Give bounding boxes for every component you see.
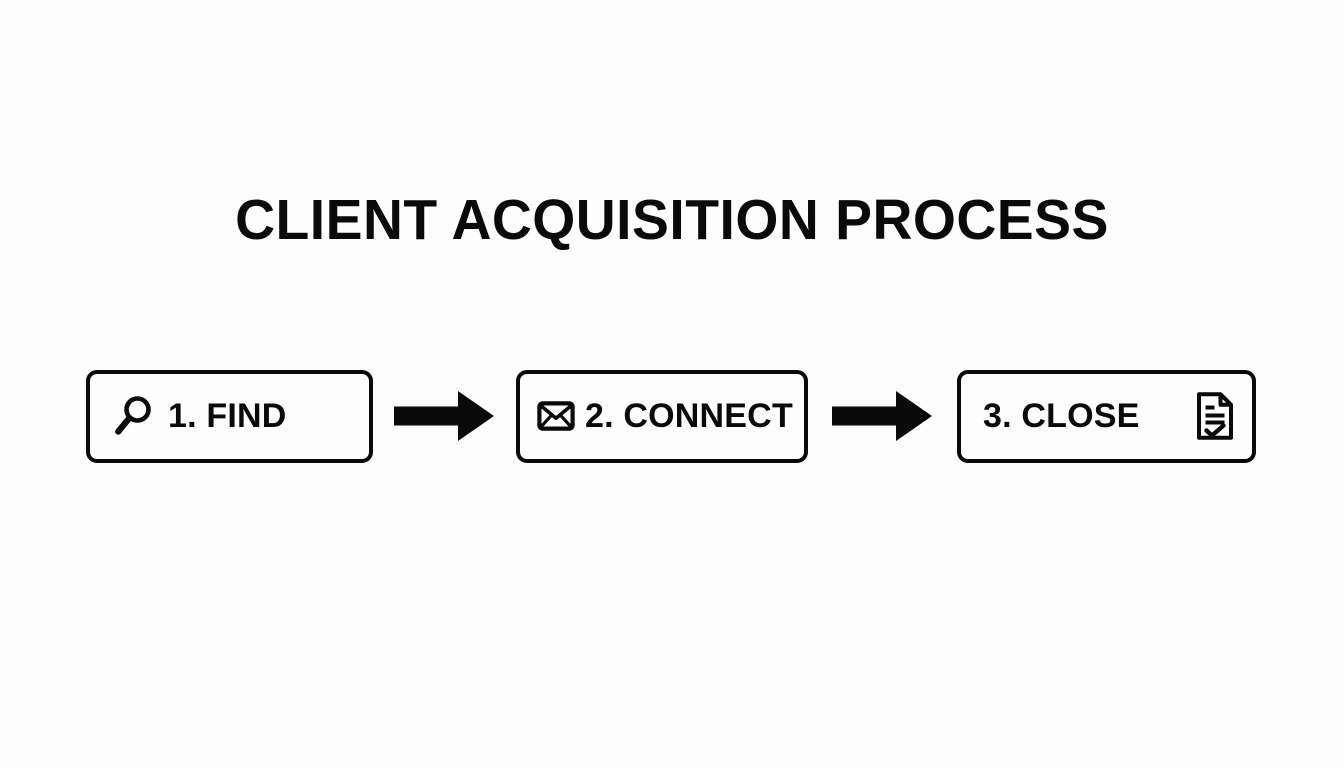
document-check-icon	[1194, 391, 1236, 441]
step-card-connect[interactable]: 2. CONNECT	[516, 369, 808, 463]
arrow-right-icon	[394, 389, 494, 443]
step-label-connect: 2. CONNECT	[585, 397, 793, 435]
process-flow: 1. FIND 2. CONNECT	[86, 368, 1258, 464]
arrow-right-icon	[832, 389, 932, 443]
step-label-find: 1. FIND	[168, 397, 287, 435]
envelope-icon	[537, 401, 575, 431]
magnifying-glass-icon	[112, 394, 154, 438]
step-card-close[interactable]: 3. CLOSE	[957, 369, 1256, 463]
step-card-find[interactable]: 1. FIND	[86, 369, 373, 463]
step-label-close: 3. CLOSE	[983, 397, 1140, 435]
page-title: CLIENT ACQUISITION PROCESS	[235, 188, 1109, 252]
